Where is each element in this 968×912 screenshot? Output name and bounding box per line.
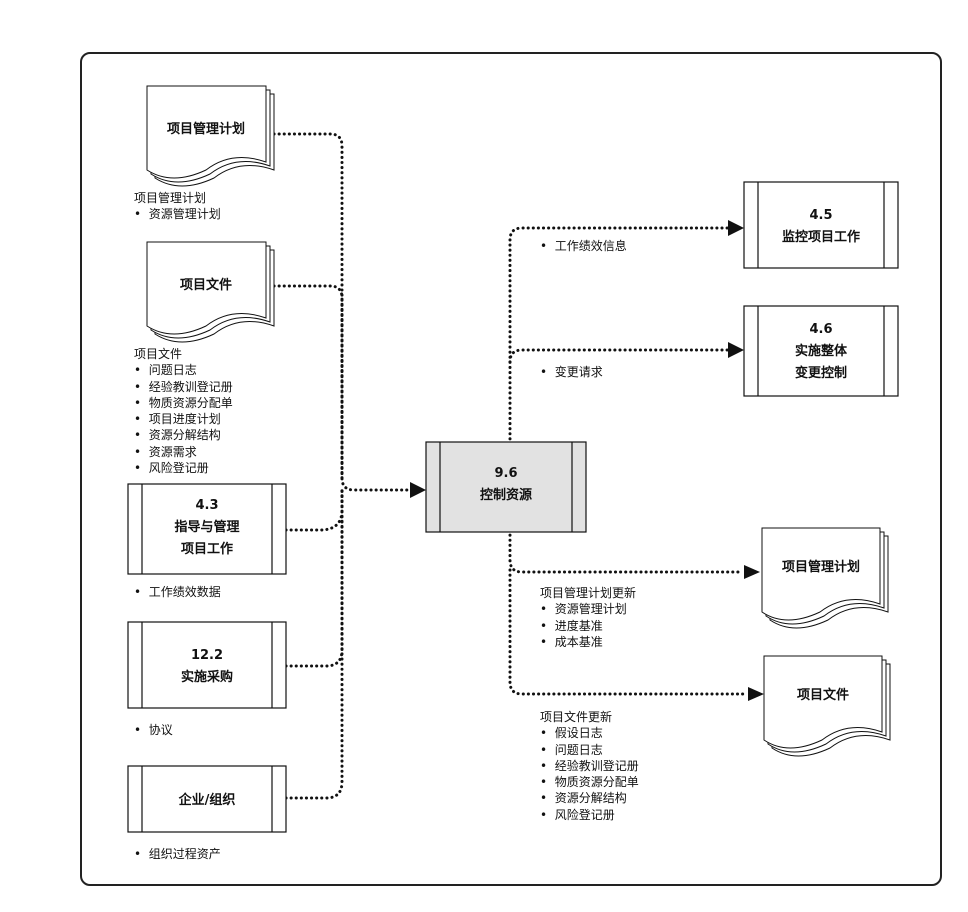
list-item: • 资源分解结构 bbox=[134, 428, 221, 443]
list-item: • 工作绩效信息 bbox=[540, 239, 627, 253]
list-item: • 问题日志 bbox=[540, 742, 603, 757]
input-enterprise-box bbox=[127, 765, 287, 833]
output-project-docs-caption: 项目文件更新 bbox=[540, 710, 613, 724]
connector-project-docs bbox=[272, 284, 344, 480]
output-4-5-title: 监控项目工作 bbox=[782, 229, 860, 245]
input-pm-plan-label: 项目管理计划 • 资源管理计划 bbox=[134, 190, 221, 223]
list-item: • 经验教训登记册 bbox=[134, 379, 233, 394]
output-4-6-number: 4.6 bbox=[809, 322, 832, 337]
input-pm-plan-caption: 项目管理计划 bbox=[134, 191, 207, 205]
list-item: • 资源需求 bbox=[134, 444, 197, 459]
list-item: • 进度基准 bbox=[540, 618, 603, 633]
input-4-3-title-line2: 项目工作 bbox=[181, 541, 233, 557]
list-item: • 物质资源分配单 bbox=[134, 395, 233, 410]
list-item: • 风险登记册 bbox=[134, 461, 209, 476]
arrowhead-4-6 bbox=[728, 342, 744, 358]
output-pm-plan-label: 项目管理计划更新 • 资源管理计划 • 进度基准 • 成本基准 bbox=[540, 585, 636, 650]
list-item: • 成本基准 bbox=[540, 634, 603, 649]
list-item: • 资源管理计划 bbox=[134, 207, 221, 222]
connector-enterprise bbox=[284, 488, 344, 800]
output-process-4-5 bbox=[743, 181, 899, 269]
arrowhead-center bbox=[410, 482, 426, 498]
center-process-9-6 bbox=[425, 441, 587, 533]
input-pm-plan-document bbox=[146, 85, 275, 187]
input-4-3-number: 4.3 bbox=[195, 498, 218, 513]
list-item: • 资源分解结构 bbox=[540, 791, 627, 806]
list-item: • 风险登记册 bbox=[540, 807, 615, 822]
list-item: • 资源管理计划 bbox=[540, 602, 627, 617]
input-12-2-label: • 协议 bbox=[134, 722, 173, 738]
output-pm-plan-caption: 项目管理计划更新 bbox=[540, 586, 637, 600]
input-12-2-number: 12.2 bbox=[191, 648, 223, 663]
output-process-4-6 bbox=[743, 305, 899, 397]
input-enterprise-title: 企业/组织 bbox=[178, 792, 236, 808]
connector-to-pm-plan bbox=[508, 528, 742, 574]
input-process-12-2 bbox=[127, 621, 287, 709]
connector-to-project-docs bbox=[508, 568, 748, 696]
output-pm-plan-document bbox=[761, 527, 889, 629]
input-enterprise-label: • 组织过程资产 bbox=[134, 846, 221, 862]
list-item: • 组织过程资产 bbox=[134, 847, 221, 861]
connector-12-2 bbox=[284, 488, 344, 668]
input-project-docs-document bbox=[146, 241, 275, 343]
output-pm-plan-title: 项目管理计划 bbox=[782, 559, 860, 575]
input-4-3-label: • 工作绩效数据 bbox=[134, 584, 221, 600]
connector-pm-plan bbox=[272, 132, 412, 492]
list-item: • 假设日志 bbox=[540, 726, 603, 741]
diagram-frame bbox=[80, 52, 942, 886]
output-pm-plan-list: • 资源管理计划 • 进度基准 • 成本基准 bbox=[540, 601, 636, 650]
connector-to-4-5 bbox=[508, 226, 730, 446]
output-project-docs-document bbox=[763, 655, 891, 757]
output-4-5-label: • 工作绩效信息 bbox=[540, 238, 627, 254]
list-item: • 项目进度计划 bbox=[134, 412, 221, 427]
output-4-6-title-line2: 变更控制 bbox=[795, 365, 847, 381]
input-project-docs-title: 项目文件 bbox=[180, 277, 232, 293]
list-item: • 经验教训登记册 bbox=[540, 758, 639, 773]
arrowhead-project-docs bbox=[748, 687, 764, 701]
input-pm-plan-title: 项目管理计划 bbox=[167, 121, 245, 137]
input-pm-plan-list: • 资源管理计划 bbox=[134, 206, 221, 222]
input-process-4-3 bbox=[127, 483, 287, 575]
arrowhead-4-5 bbox=[728, 220, 744, 236]
output-4-6-label: • 变更请求 bbox=[540, 364, 603, 380]
list-item: • 物质资源分配单 bbox=[540, 775, 639, 790]
list-item: • 问题日志 bbox=[134, 363, 197, 378]
list-item: • 变更请求 bbox=[540, 365, 603, 379]
output-project-docs-label: 项目文件更新 • 假设日志 • 问题日志 • 经验教训登记册 • 物质资源分配单… bbox=[540, 709, 639, 823]
output-project-docs-title: 项目文件 bbox=[797, 687, 849, 703]
input-project-docs-list: • 问题日志 • 经验教训登记册 • 物质资源分配单 • 项目进度计划 • 资源… bbox=[134, 362, 233, 476]
list-item: • 工作绩效数据 bbox=[134, 585, 221, 599]
input-4-3-title-line1: 指导与管理 bbox=[174, 519, 239, 535]
output-4-5-number: 4.5 bbox=[809, 208, 832, 223]
input-12-2-title: 实施采购 bbox=[181, 669, 233, 685]
input-project-docs-label: 项目文件 • 问题日志 • 经验教训登记册 • 物质资源分配单 • 项目进度计划… bbox=[134, 346, 233, 476]
connector-to-4-6 bbox=[508, 348, 730, 364]
arrowhead-pm-plan bbox=[744, 565, 760, 579]
center-number: 9.6 bbox=[494, 466, 517, 481]
input-project-docs-caption: 项目文件 bbox=[134, 347, 183, 361]
list-item: • 协议 bbox=[134, 723, 173, 737]
output-4-6-title-line1: 实施整体 bbox=[795, 343, 848, 359]
output-project-docs-list: • 假设日志 • 问题日志 • 经验教训登记册 • 物质资源分配单 • 资源分解… bbox=[540, 725, 639, 823]
connector-4-3 bbox=[284, 488, 344, 532]
center-title: 控制资源 bbox=[480, 487, 532, 503]
